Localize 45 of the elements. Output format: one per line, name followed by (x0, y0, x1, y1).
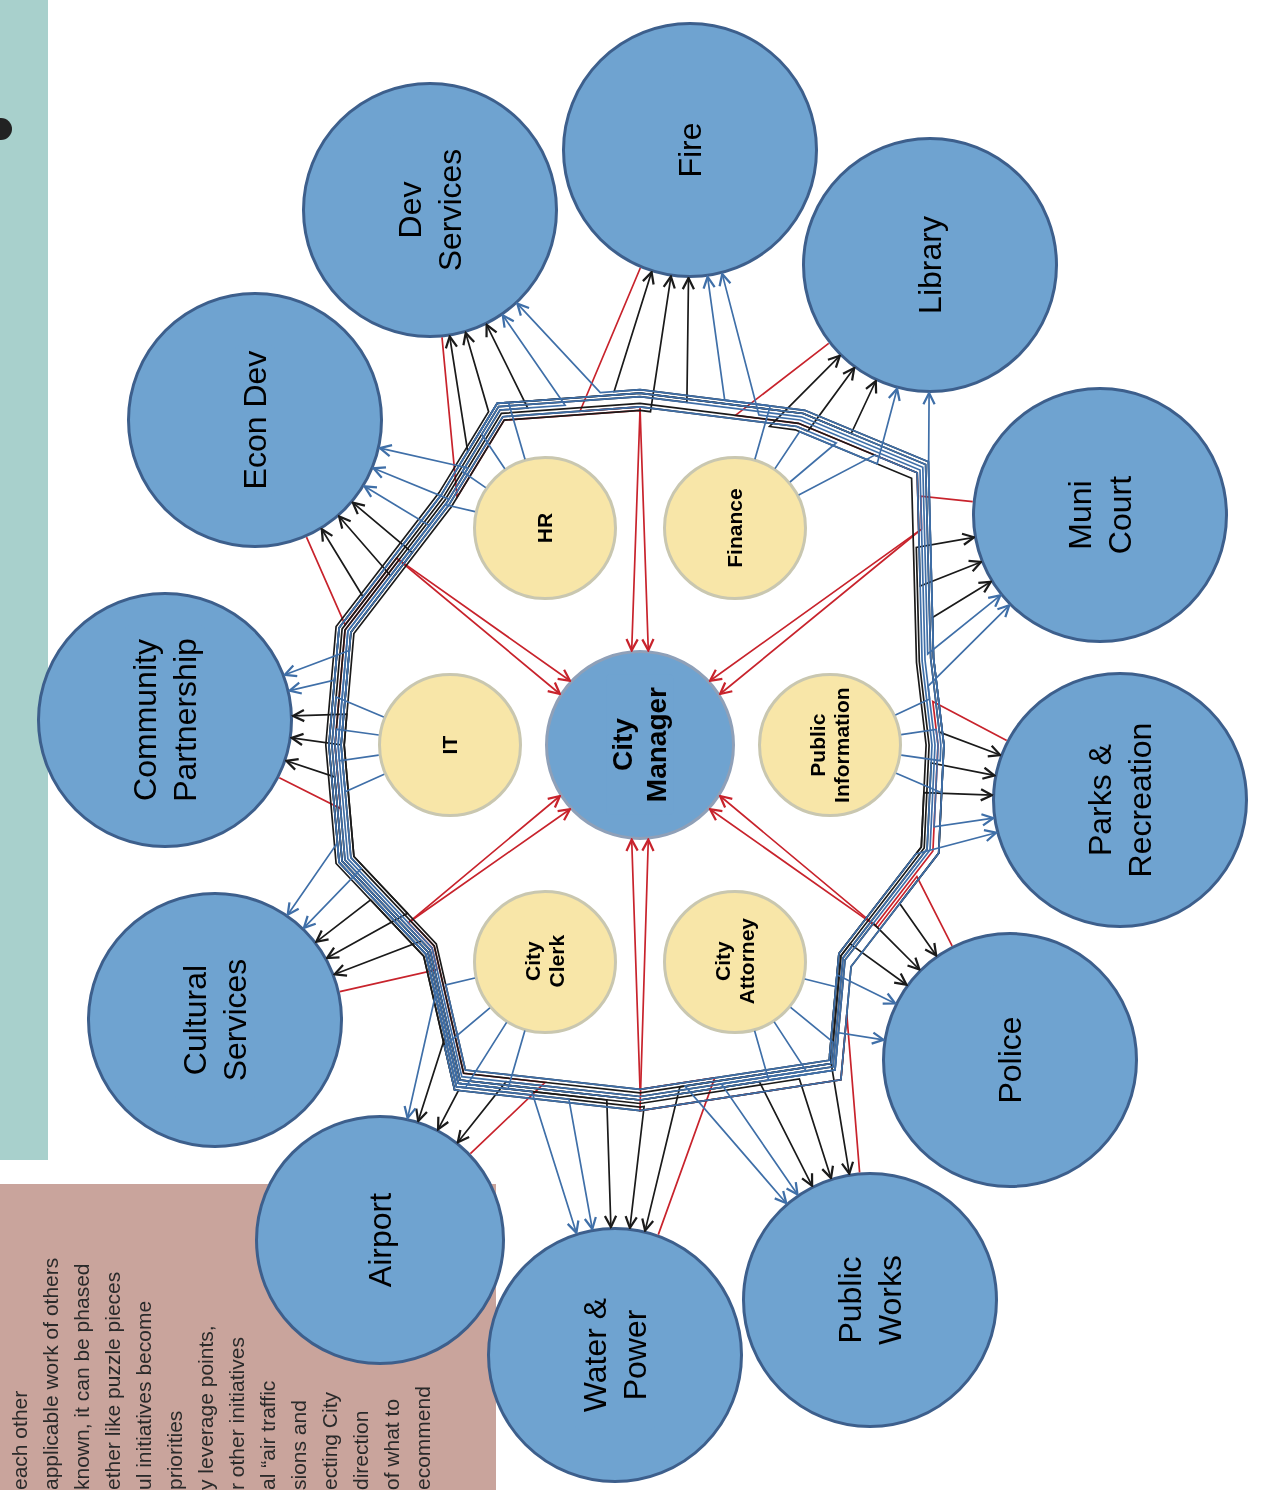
arrow (325, 275, 676, 960)
note-text: y leverage points, (193, 1325, 218, 1490)
note-text: of what to (379, 1398, 404, 1490)
arrow (718, 272, 936, 1082)
note-text: sions and (286, 1400, 311, 1490)
arrow (702, 275, 772, 461)
arrow (578, 267, 655, 652)
arrow (719, 454, 933, 1196)
arrow (324, 331, 490, 1131)
arrow (331, 695, 580, 1234)
arrow (288, 392, 942, 762)
arrow (443, 391, 945, 1112)
arrow (774, 387, 901, 470)
arrow (708, 808, 953, 947)
note-text: ecting City (317, 1391, 342, 1490)
arrow (337, 466, 808, 1098)
note-text: al “air traffic (255, 1380, 280, 1490)
arrow (767, 354, 927, 1175)
note-text: priorities (162, 1410, 187, 1490)
arrow (900, 728, 995, 828)
note-text: ul initiatives become (131, 1300, 156, 1490)
note-text: ecommend (410, 1386, 435, 1490)
arrow (328, 401, 597, 1231)
arrow (403, 989, 526, 1120)
arrow (894, 604, 1011, 716)
arrow (363, 485, 476, 527)
note-text: known, it can be phased (69, 1263, 94, 1490)
arrow (283, 649, 386, 793)
note-text: ether like puzzle pieces (100, 1271, 125, 1490)
arrow (719, 495, 974, 696)
note-text: r other initiatives (224, 1337, 249, 1490)
note-text: applicable work of others (38, 1257, 63, 1490)
arrow (461, 314, 567, 489)
arrow (625, 838, 716, 1236)
note-text: direction (348, 1410, 373, 1490)
arrow (444, 829, 998, 1091)
arrow (337, 444, 470, 762)
arrow (305, 536, 572, 682)
note-text: each other (7, 1390, 32, 1490)
arrow (302, 406, 838, 929)
arrow (334, 728, 885, 1101)
arrow (683, 1006, 834, 1205)
arrow (286, 840, 508, 1089)
arrow (480, 395, 1002, 656)
arrow (803, 973, 897, 1005)
